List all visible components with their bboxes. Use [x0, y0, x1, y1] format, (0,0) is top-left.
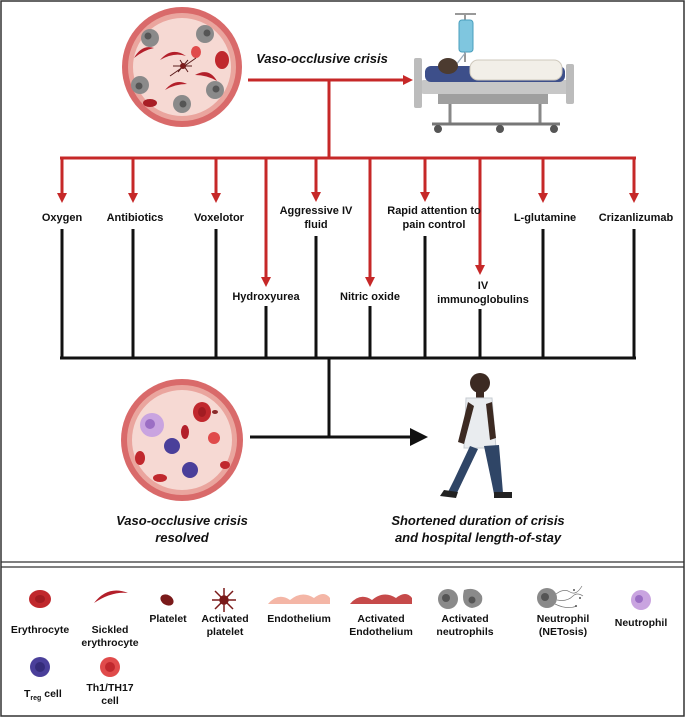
- crisis-vessel-illustration: [122, 7, 242, 127]
- label-voxelotor: Voxelotor: [194, 212, 245, 224]
- label-crizanlizumab: Crizanlizumab: [599, 212, 674, 224]
- legend-treg-cell: Treg cell: [24, 657, 62, 702]
- endothelium-icon: [268, 594, 330, 604]
- svg-text:Neutrophil(NETosis): Neutrophil(NETosis): [537, 613, 590, 638]
- label-oxygen: Oxygen: [42, 212, 83, 224]
- activated-platelet-icon: [212, 588, 236, 612]
- hospital-bed-illustration: [414, 13, 574, 133]
- walking-person-illustration: [440, 373, 512, 498]
- legend-neutrophil: Neutrophil: [615, 590, 668, 629]
- convergence-lines: [60, 229, 636, 437]
- label-antibiotics: Antibiotics: [107, 212, 164, 224]
- arrow-to-recovery-head: [410, 428, 428, 446]
- platelet-icon: [160, 594, 174, 606]
- treatment-branches: [57, 158, 639, 287]
- svg-text:Neutrophil: Neutrophil: [615, 617, 668, 629]
- svg-text:Endothelium: Endothelium: [267, 613, 331, 625]
- label-hydroxyurea: Hydroxyurea: [232, 291, 300, 303]
- legend-netosis: Neutrophil(NETosis): [537, 585, 590, 638]
- resolved-vessel-illustration: [121, 379, 243, 501]
- label-nitric-oxide: Nitric oxide: [340, 291, 400, 303]
- sickled-erythrocyte-icon: [94, 590, 128, 603]
- legend-platelet: Platelet: [149, 594, 187, 625]
- activated-endothelium-icon: [350, 594, 412, 604]
- crisis-title: Vaso-occlusive crisis: [256, 51, 388, 66]
- svg-text:Platelet: Platelet: [149, 613, 187, 625]
- svg-text:Erythrocyte: Erythrocyte: [11, 624, 70, 636]
- svg-text:Treg cell: Treg cell: [24, 688, 62, 702]
- legend-erythrocyte: Erythrocyte: [11, 590, 70, 636]
- label-l-glutamine: L-glutamine: [514, 212, 576, 224]
- legend-endothelium: Endothelium: [267, 594, 331, 625]
